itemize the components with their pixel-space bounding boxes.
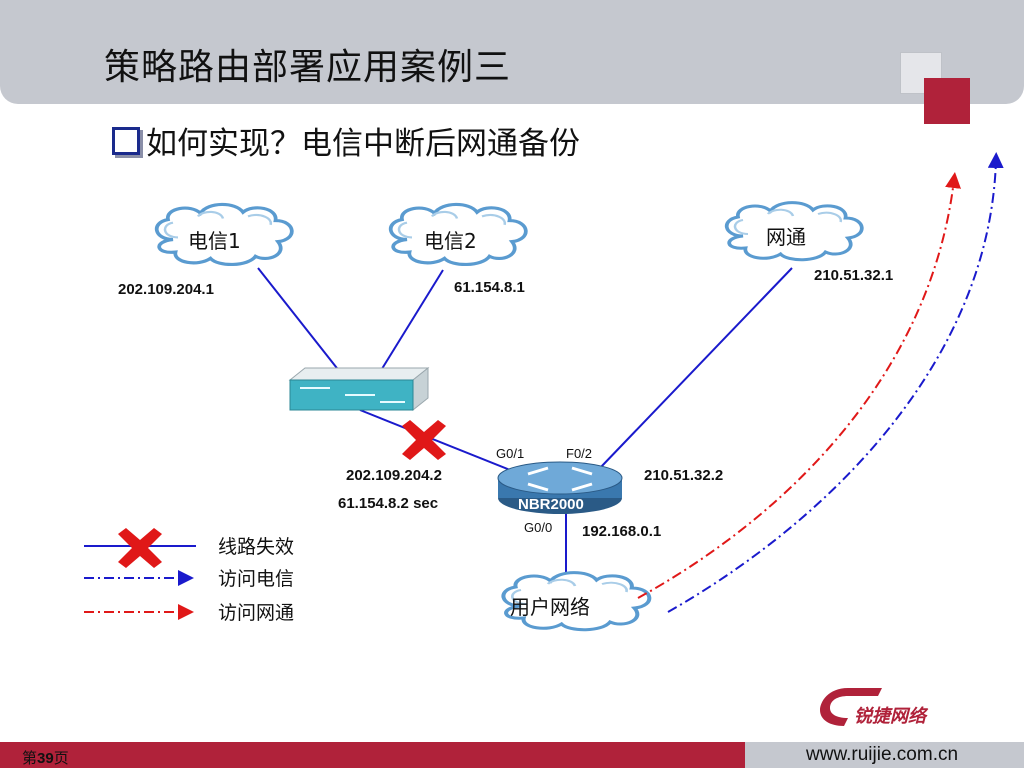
path-access-netcom [637, 172, 961, 599]
website-url: www.ruijie.com.cn [806, 744, 959, 765]
port-g01: G0/1 [496, 446, 524, 461]
cloud-user-network-label: 用户网络 [510, 595, 590, 619]
ruijie-logo: 锐捷网络 [820, 688, 929, 727]
checkbox-bullet-icon [112, 126, 140, 155]
path-access-telecom [667, 152, 1004, 613]
legend-link-fail-label: 线路失效 [218, 536, 294, 558]
ip-router-f02: 210.51.32.2 [644, 467, 723, 484]
page-suffix: 页 [53, 750, 69, 767]
header-bar [0, 0, 1024, 104]
link-telecom2-switch [379, 269, 444, 373]
ip-telecom1: 202.109.204.1 [118, 281, 214, 298]
legend-access-telecom: 访问电信 [84, 568, 294, 590]
legend-access-netcom: 访问网通 [84, 602, 294, 624]
port-f02: F0/2 [566, 446, 592, 461]
ip-router-g01-sec: 61.154.8.2 sec [338, 495, 438, 512]
footer-bar [0, 742, 1024, 768]
cloud-telecom1-label: 电信1 [188, 229, 241, 253]
cloud-netcom-label: 网通 [766, 225, 806, 249]
ip-router-g01: 202.109.204.2 [346, 467, 442, 484]
ip-router-g00: 192.168.0.1 [582, 523, 661, 540]
bullet-text: 如何实现？电信中断后网通备份 [146, 126, 580, 162]
page-number-value: 39 [37, 750, 54, 767]
link-switch-router [359, 409, 511, 471]
port-g00: G0/0 [524, 520, 552, 535]
cloud-telecom2-label: 电信2 [424, 229, 477, 253]
router-nbr2000-icon [497, 461, 623, 514]
bullet-point: 如何实现？电信中断后网通备份 [112, 118, 580, 163]
ip-telecom2: 61.154.8.1 [454, 279, 525, 296]
ip-netcom: 210.51.32.1 [814, 267, 893, 284]
footer-right-panel [745, 742, 1024, 768]
legend-fail-x-icon [118, 528, 162, 568]
legend-access-netcom-label: 访问网通 [218, 602, 294, 624]
page-prefix: 第 [22, 750, 38, 767]
switch-device-icon [288, 366, 430, 412]
legend-link-fail: 线路失效 [84, 528, 294, 568]
slide-title: 策略路由部署应用案例三 [104, 47, 512, 88]
logo-brand-text: 锐捷网络 [854, 706, 929, 727]
link-failure-x-icon [402, 420, 446, 460]
link-netcom-router [599, 267, 793, 469]
legend-access-telecom-label: 访问电信 [218, 568, 294, 590]
page-number: 第39页 [22, 747, 69, 768]
link-telecom1-switch [257, 267, 341, 373]
router-name: NBR2000 [518, 496, 584, 513]
decor-square-red [924, 78, 970, 124]
